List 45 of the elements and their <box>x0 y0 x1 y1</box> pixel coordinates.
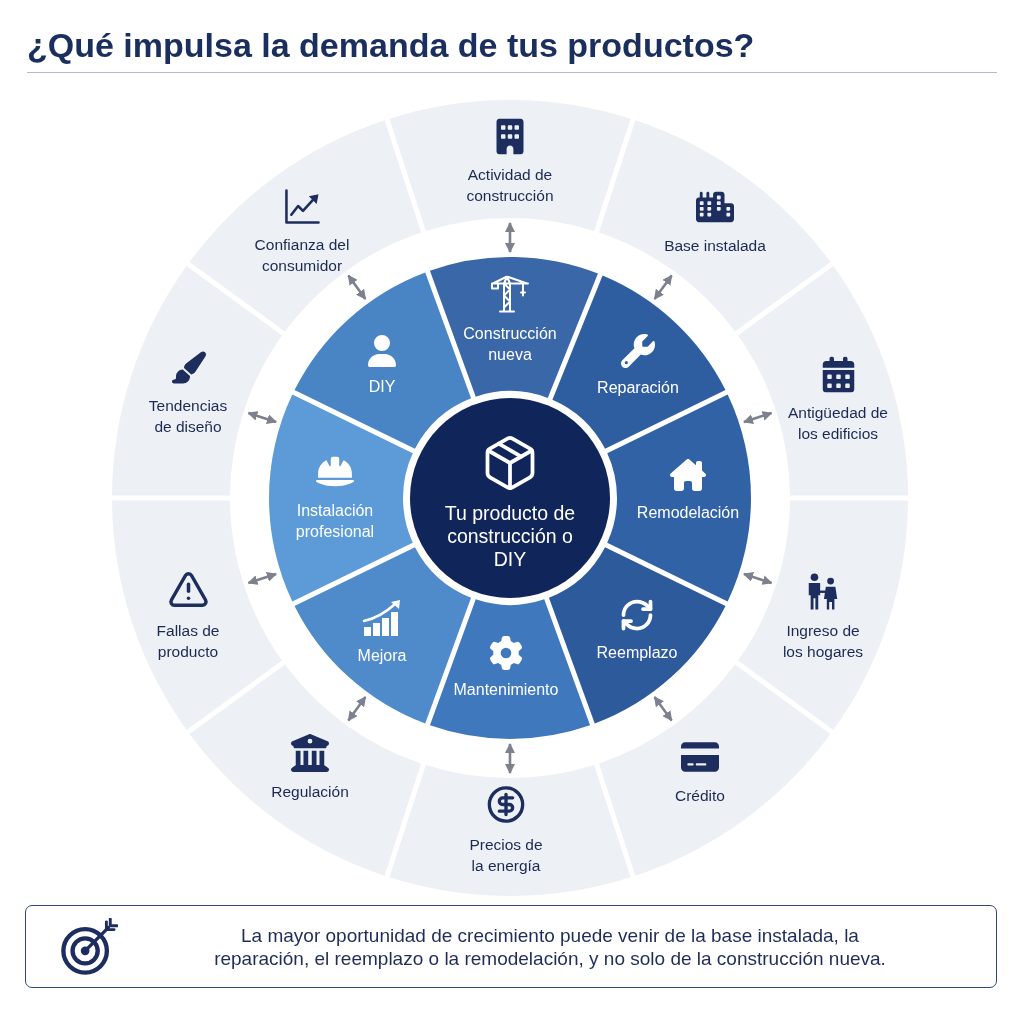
segment-label: Precios de la energía <box>468 834 544 876</box>
segment-label: Fallas de producto <box>155 620 221 662</box>
segment-label: Ingreso de los hogares <box>781 620 865 662</box>
segment-label: Instalación profesional <box>294 500 376 542</box>
segment-label: Construcción nueva <box>462 323 558 365</box>
double-arrow <box>743 411 773 424</box>
outer-ring-segment <box>737 266 908 496</box>
callout-box <box>25 905 997 988</box>
double-arrow <box>653 274 673 300</box>
segment-label: Actividad de construcción <box>465 164 555 206</box>
double-arrow <box>347 696 367 722</box>
inner-ring-segment <box>429 599 591 739</box>
double-arrow <box>247 572 277 585</box>
outer-ring-segment <box>389 765 631 896</box>
double-arrow <box>743 572 773 585</box>
segment-label: Base instalada <box>664 236 766 256</box>
segment-label: Antigüedad de los edificios <box>787 402 889 444</box>
double-arrow <box>653 696 673 722</box>
outer-ring-segment <box>598 120 831 332</box>
outer-ring-segment <box>189 120 422 332</box>
segment-label: Mejora <box>357 646 407 666</box>
outer-ring-segment <box>389 100 631 231</box>
double-arrow <box>505 743 515 774</box>
double-arrow <box>247 411 277 424</box>
segment-label: Reparación <box>597 378 679 398</box>
inner-ring-segment <box>429 257 598 398</box>
title: ¿Qué impulsa la demanda de tus productos? <box>27 25 755 65</box>
hub-label: Tu producto de construcción o DIY <box>443 502 577 571</box>
callout-text: La mayor oportunidad de crecimiento puede venir de la base instalada, la reparación, el reemplazo o la remodelación, y no solo de la construcción nueva. <box>213 923 887 970</box>
segment-label: Crédito <box>675 786 725 806</box>
outer-ring-segment <box>112 500 283 730</box>
segment-label: Remodelación <box>636 503 740 523</box>
segment-label: Mantenimiento <box>453 680 559 700</box>
segment-label: Confianza del consumidor <box>253 234 351 276</box>
segment-label: Reemplazo <box>596 643 678 663</box>
segment-label: Tendencias de diseño <box>147 395 229 437</box>
double-arrow <box>505 222 515 253</box>
outer-ring-segment <box>737 500 908 730</box>
segment-label: DIY <box>368 377 396 397</box>
inner-ring-segment <box>607 394 751 602</box>
outer-ring-segment <box>189 664 422 876</box>
inner-ring-segment <box>269 394 413 602</box>
double-arrow <box>347 274 367 300</box>
segment-label: Regulación <box>271 782 349 802</box>
outer-ring-segment <box>598 664 831 876</box>
